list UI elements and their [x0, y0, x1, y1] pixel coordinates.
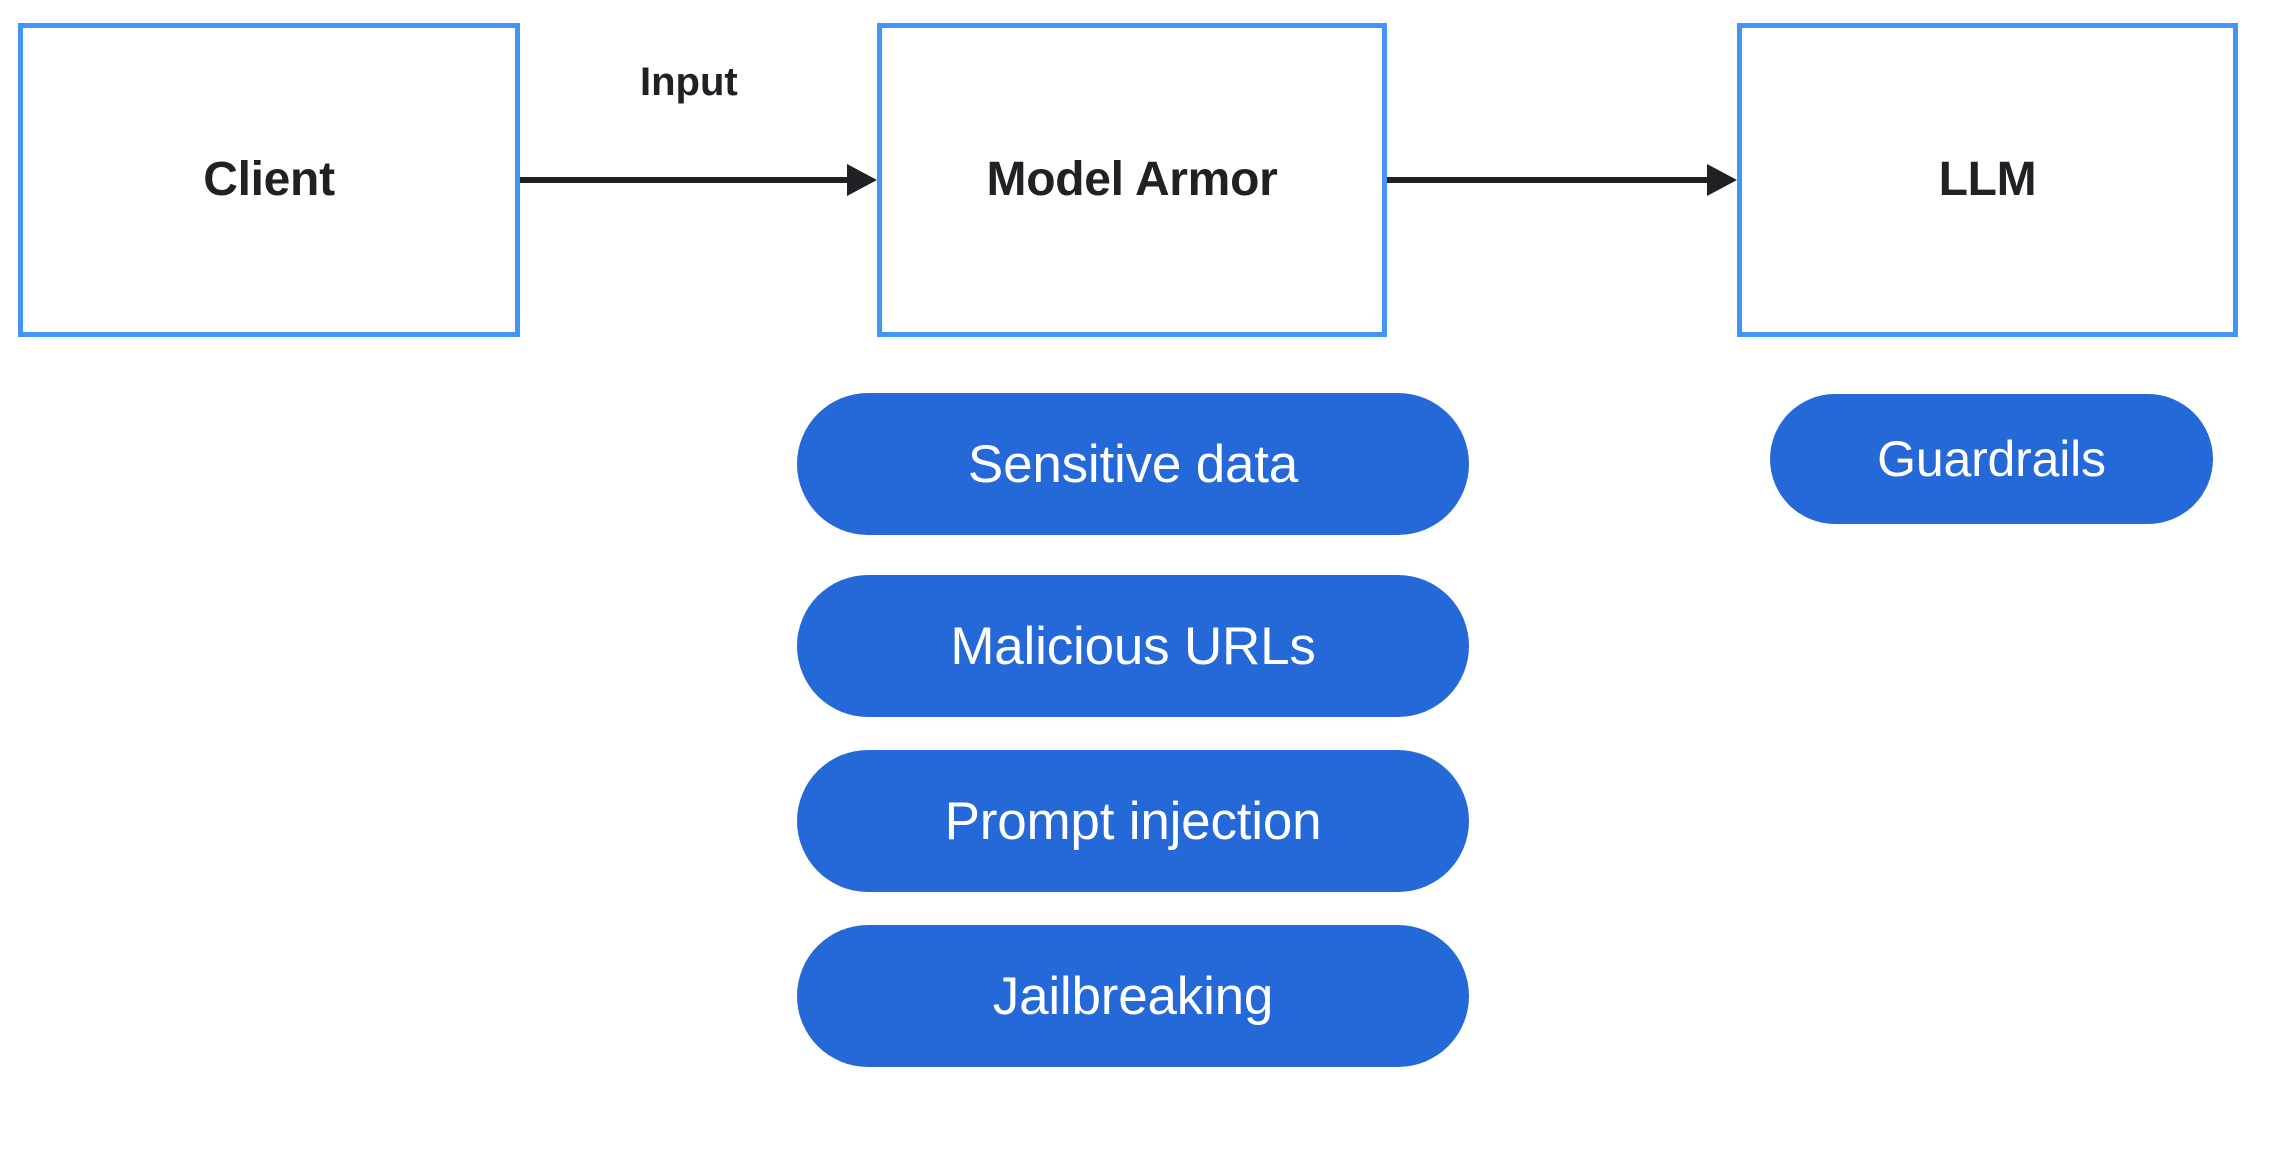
pill-guardrails[interactable]: Guardrails: [1770, 394, 2213, 524]
edge-client-to-model-armor-line: [520, 177, 847, 183]
pill-jailbreaking-label: Jailbreaking: [992, 966, 1274, 1026]
node-llm-label: LLM: [1938, 153, 2037, 206]
arrow-head-icon: [1707, 164, 1737, 196]
node-client-label: Client: [203, 153, 335, 206]
pill-sensitive-data-label: Sensitive data: [967, 434, 1299, 494]
node-llm[interactable]: LLM: [1737, 23, 2238, 337]
pill-sensitive-data[interactable]: Sensitive data: [797, 393, 1469, 535]
pill-prompt-injection[interactable]: Prompt injection: [797, 750, 1469, 892]
pill-malicious-urls[interactable]: Malicious URLs: [797, 575, 1469, 717]
pill-guardrails-label: Guardrails: [1877, 431, 2106, 487]
node-model-armor[interactable]: Model Armor: [877, 23, 1387, 337]
pill-malicious-urls-label: Malicious URLs: [950, 616, 1316, 676]
pill-prompt-injection-label: Prompt injection: [944, 791, 1322, 851]
node-client[interactable]: Client: [18, 23, 520, 337]
node-model-armor-label: Model Armor: [986, 153, 1278, 206]
edge-client-to-model-armor-label: Input: [640, 60, 738, 104]
edge-model-armor-to-llm-line: [1387, 177, 1707, 183]
arrow-head-icon: [847, 164, 877, 196]
pill-jailbreaking[interactable]: Jailbreaking: [797, 925, 1469, 1067]
